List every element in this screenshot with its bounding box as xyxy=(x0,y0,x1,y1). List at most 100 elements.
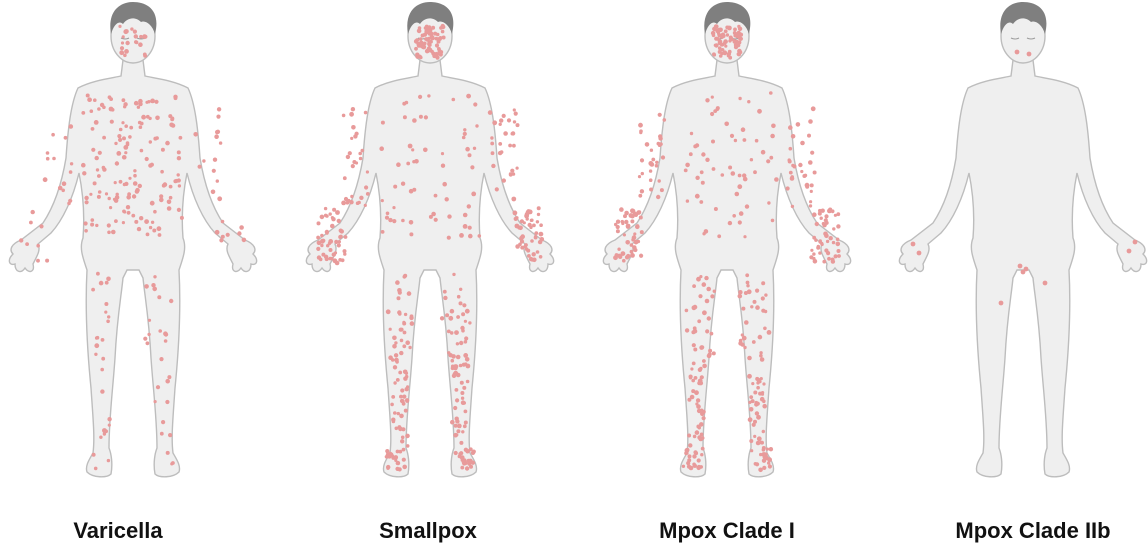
lesion-dot xyxy=(615,253,619,257)
lesion-dot xyxy=(105,192,108,195)
lesion-dot xyxy=(394,341,397,344)
lesion-dot xyxy=(685,448,690,453)
lesion-dot xyxy=(513,108,516,111)
lesion-dot xyxy=(463,128,466,131)
lesion-dot xyxy=(723,50,727,54)
lesion-dot xyxy=(829,236,833,240)
lesion-dot xyxy=(471,192,476,197)
lesion-dot xyxy=(123,102,127,106)
lesion-dot xyxy=(466,364,471,369)
lesion-dot xyxy=(179,136,183,140)
body-silhouette xyxy=(899,9,1146,477)
lesion-dot xyxy=(173,179,177,183)
lesion-dot xyxy=(320,244,323,247)
lesion-dot xyxy=(697,465,701,469)
lesion-dot xyxy=(623,233,626,236)
lesion-dot xyxy=(403,377,406,380)
lesion-dot xyxy=(457,424,462,429)
lesion-dot xyxy=(754,462,758,466)
lesion-dot xyxy=(98,190,102,194)
lesion-dot xyxy=(398,467,402,471)
lesion-dot xyxy=(724,29,728,33)
lesion-dot xyxy=(724,122,729,127)
lesion-dot xyxy=(419,115,423,119)
lesion-dot xyxy=(749,395,753,399)
lesion-dot xyxy=(755,401,759,405)
lesion-dot xyxy=(751,382,754,385)
lesion-dot xyxy=(621,222,624,225)
lesion-dot xyxy=(492,120,497,125)
lesion-dot xyxy=(161,420,165,424)
lesion-dot xyxy=(463,424,467,428)
lesion-dot xyxy=(761,393,764,396)
lesion-dot xyxy=(396,461,400,465)
lesion-dot xyxy=(381,121,385,125)
lesion-dot xyxy=(409,232,413,236)
lesion-dot xyxy=(106,277,111,282)
lesion-dot xyxy=(769,447,773,451)
lesion-dot xyxy=(539,232,544,237)
lesion-dot xyxy=(330,257,333,260)
lesion-dot xyxy=(94,343,99,348)
lesion-dot xyxy=(132,194,136,198)
lesion-dot xyxy=(94,120,99,125)
lesion-dot xyxy=(791,205,794,208)
body-silhouette xyxy=(9,9,256,477)
lesion-dot xyxy=(116,151,121,156)
lesion-dot xyxy=(753,170,757,174)
lesion-dot xyxy=(639,131,642,134)
lesion-dot xyxy=(122,221,125,224)
lesion-dot xyxy=(351,164,355,168)
lesion-dot xyxy=(107,231,111,235)
lesion-dot xyxy=(138,184,142,188)
lesion-dot xyxy=(810,183,814,187)
lesion-dot xyxy=(732,214,736,218)
lesion-dot xyxy=(346,201,350,205)
lesion-dot xyxy=(688,454,692,458)
lesion-dot xyxy=(630,253,635,258)
lesion-dot xyxy=(475,124,478,127)
lesion-dot xyxy=(658,179,661,182)
lesion-dot xyxy=(999,301,1004,306)
lesion-dot xyxy=(124,124,128,128)
lesion-dot xyxy=(405,399,409,403)
lesion-dot xyxy=(19,238,23,242)
lesion-dot xyxy=(516,123,520,127)
lesion-dot xyxy=(156,385,160,389)
lesion-dot xyxy=(633,232,636,235)
lesion-dot xyxy=(788,125,793,130)
lesion-dot xyxy=(366,170,369,173)
lesion-dot xyxy=(217,196,222,201)
lesion-dot xyxy=(140,149,144,153)
lesion-dot xyxy=(513,120,516,123)
lesion-dot xyxy=(812,236,816,240)
lesion-dot xyxy=(704,276,708,280)
lesion-dot xyxy=(687,434,691,438)
lesion-dot xyxy=(124,182,128,186)
lesion-dot xyxy=(466,94,471,99)
lesion-dot xyxy=(102,136,106,140)
lesion-dot xyxy=(742,173,746,177)
lesion-dot xyxy=(508,144,512,148)
lesion-dot xyxy=(815,222,819,226)
lesion-dot xyxy=(805,185,809,189)
lesion-dot xyxy=(747,374,752,379)
lesion-dot xyxy=(798,163,802,167)
lesion-dot xyxy=(330,224,335,229)
lesion-dot xyxy=(123,145,128,150)
lesion-dot xyxy=(133,181,138,186)
lesion-dot xyxy=(364,111,368,115)
lesion-dot xyxy=(168,433,172,437)
lesion-dot xyxy=(134,34,138,38)
lesion-dot xyxy=(399,395,403,399)
lesion-dot xyxy=(400,399,404,403)
lesion-dot xyxy=(114,181,117,184)
lesion-dot xyxy=(826,240,829,243)
lesion-dot xyxy=(149,140,152,143)
lesion-dot xyxy=(119,180,123,184)
lesion-dot xyxy=(133,169,136,172)
lesion-dot xyxy=(802,174,806,178)
lesion-dot xyxy=(100,389,104,393)
lesion-dot xyxy=(808,160,813,165)
lesion-dot xyxy=(97,195,101,199)
